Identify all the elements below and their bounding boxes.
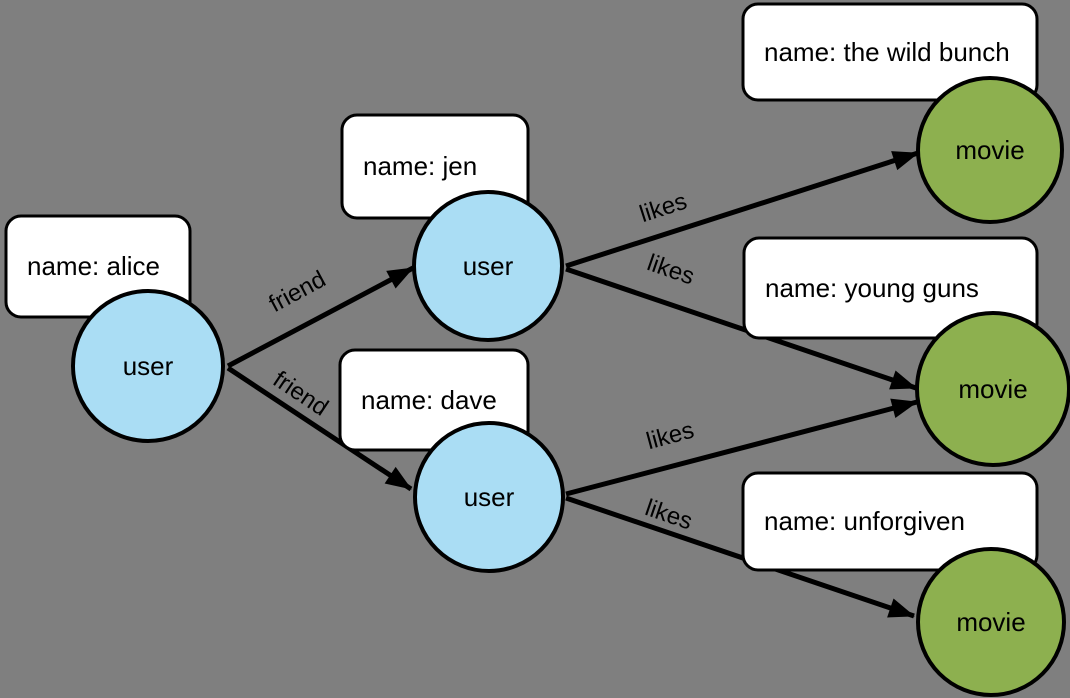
property-box-wild-bunch: name: the wild bunch bbox=[741, 2, 1039, 102]
edge-alice-jen bbox=[226, 265, 415, 369]
movie-node-circle bbox=[916, 547, 1066, 697]
node-label-dave: user bbox=[464, 482, 515, 512]
property-text-young-guns: name: young guns bbox=[765, 273, 979, 303]
node-label-wild-bunch: movie bbox=[955, 135, 1024, 165]
node-unforgiven: movie bbox=[916, 547, 1066, 697]
edge-jen-young-guns bbox=[565, 266, 917, 391]
edge-alice-dave bbox=[226, 365, 413, 492]
movie-node-circle bbox=[916, 76, 1064, 224]
movie-node-circle bbox=[915, 311, 1070, 467]
property-box bbox=[742, 236, 1039, 340]
node-label-unforgiven: movie bbox=[956, 607, 1025, 637]
property-box bbox=[741, 2, 1039, 102]
node-young-guns: movie bbox=[915, 311, 1070, 467]
node-label-alice: user bbox=[123, 351, 174, 381]
property-text-jen: name: jen bbox=[363, 151, 477, 181]
edge-dave-young-guns bbox=[565, 398, 918, 497]
property-text-wild-bunch: name: the wild bunch bbox=[764, 37, 1010, 67]
property-boxes-layer: name: alice name: jen name: dave name: t… bbox=[4, 2, 1039, 572]
node-jen: user bbox=[412, 190, 564, 342]
edge-jen-wild-bunch bbox=[565, 150, 919, 269]
user-node-circle bbox=[71, 289, 225, 443]
property-box-young-guns: name: young guns bbox=[742, 236, 1039, 340]
edge-dave-unforgiven bbox=[565, 495, 915, 619]
node-label-jen: user bbox=[463, 251, 514, 281]
user-node-circle bbox=[413, 421, 565, 573]
user-node-circle bbox=[412, 190, 564, 342]
property-box bbox=[741, 471, 1039, 572]
property-box-unforgiven: name: unforgiven bbox=[741, 471, 1039, 572]
property-text-unforgiven: name: unforgiven bbox=[764, 506, 965, 536]
node-label-young-guns: movie bbox=[958, 374, 1027, 404]
property-text-dave: name: dave bbox=[361, 385, 497, 415]
property-text-alice: name: alice bbox=[27, 251, 160, 281]
node-dave: user bbox=[413, 421, 565, 573]
node-wild-bunch: movie bbox=[916, 76, 1064, 224]
nodes-layer: user user user movie movie movie bbox=[71, 76, 1070, 697]
node-alice: user bbox=[71, 289, 225, 443]
